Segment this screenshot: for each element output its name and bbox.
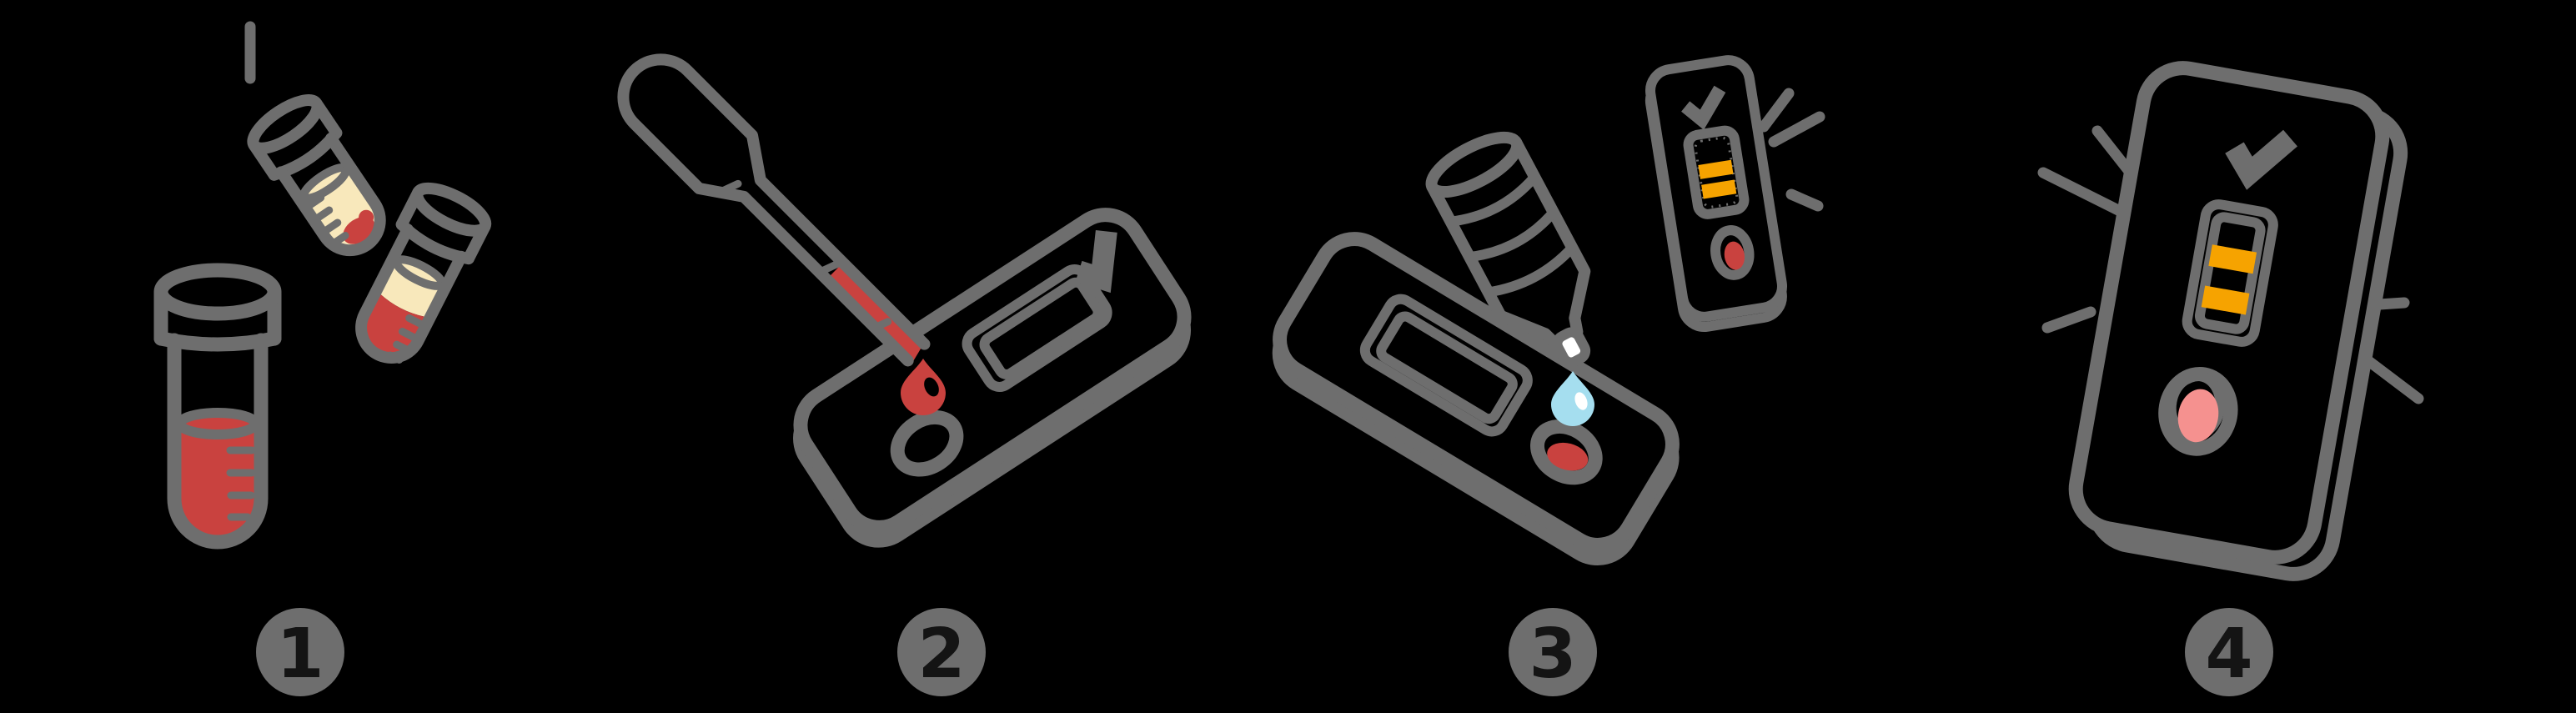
result-window — [1359, 294, 1533, 437]
blood-in-pipette — [828, 264, 922, 362]
upright-blood-tube-icon — [153, 263, 282, 550]
step-number-circle — [897, 608, 986, 696]
serum-tube-icon — [247, 94, 386, 257]
tube-rim — [247, 94, 324, 154]
step-number: 3 — [1529, 615, 1576, 694]
checkmark-icon — [1681, 85, 1726, 130]
buffer-drop-icon — [1551, 371, 1594, 426]
step-number-circle — [256, 608, 344, 696]
blood-in-well — [1547, 442, 1589, 471]
separated-blood-tube-icon — [355, 182, 492, 364]
blood-surface — [175, 408, 260, 439]
result-window — [2182, 199, 2278, 347]
result-cassette-icon — [2068, 61, 2408, 581]
result-window — [962, 264, 1112, 392]
test-band — [1698, 159, 1734, 179]
step-number-circle — [1509, 608, 1597, 696]
step-2-apply-blood-icon: 2 — [617, 53, 1192, 696]
cassette-body — [2068, 61, 2390, 565]
bottle-ridges — [1445, 172, 1578, 298]
control-band — [2201, 285, 2250, 315]
step-number: 1 — [276, 615, 324, 694]
step-number-circle — [2185, 608, 2273, 696]
test-cassette-icon — [1272, 232, 1680, 566]
control-band — [1701, 179, 1737, 199]
checkmark-icon — [2225, 129, 2297, 190]
well-pad — [2177, 389, 2219, 443]
result-cassette-icon — [1645, 55, 1787, 332]
step-1-blood-tubes-icon: 1 — [153, 21, 492, 696]
step-1-badge: 1 — [256, 608, 344, 696]
step-3-add-buffer-icon: 3 — [1272, 55, 1825, 696]
test-band — [2208, 244, 2257, 274]
blood-in-well — [1724, 241, 1745, 270]
test-cassette-icon — [793, 208, 1192, 548]
tube-rim — [153, 263, 282, 321]
step-3-badge: 3 — [1509, 608, 1597, 696]
step-2-badge: 2 — [897, 608, 986, 696]
step-number: 4 — [2205, 615, 2252, 694]
bottle-tip — [1552, 327, 1591, 368]
step-number: 2 — [917, 615, 965, 694]
tube-rim — [411, 182, 492, 237]
emphasis-lines — [1758, 88, 1825, 212]
step-4-read-result-icon: 4 — [2037, 61, 2424, 696]
result-window — [1683, 125, 1750, 219]
blood-drop-icon — [901, 359, 946, 415]
step-4-badge: 4 — [2185, 608, 2273, 696]
pipette-icon — [617, 53, 931, 367]
bottle-base — [1425, 131, 1524, 198]
cassette-body — [793, 208, 1192, 535]
checkmark-icon — [1075, 230, 1117, 294]
buffer-bottle-icon — [1425, 131, 1591, 368]
sample-well — [890, 409, 964, 477]
